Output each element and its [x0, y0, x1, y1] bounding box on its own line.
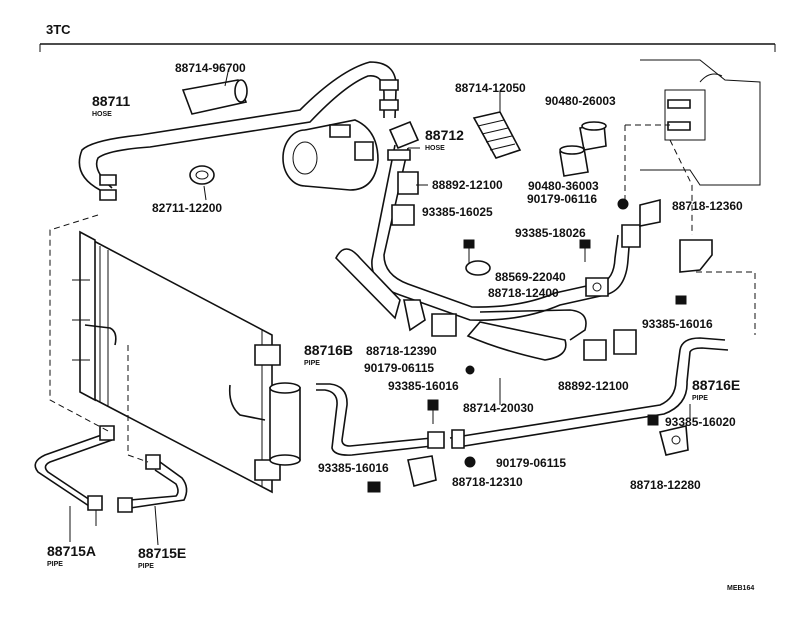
leader-88715a [69, 506, 97, 542]
label-88714-12050: 88714-12050 [455, 81, 526, 95]
label-88715a-sub: PIPE [47, 561, 63, 568]
label-88892-12100-top: 88892-12100 [432, 178, 503, 192]
pipe-88715e [117, 454, 188, 513]
label-88716e: 88716E [692, 377, 740, 393]
label-93385-16016-right: 93385-16016 [642, 317, 713, 331]
bolt-93385-16025 [463, 239, 475, 266]
compressor [282, 119, 379, 191]
label-90179-06115-a: 90179-06115 [364, 361, 434, 375]
label-88715a: 88715A [47, 543, 96, 559]
label-88718-12360: 88718-12360 [672, 199, 743, 213]
header-rule-ticks [39, 44, 776, 52]
label-88718-12390: 88718-12390 [366, 344, 437, 358]
label-90480-36003: 90480-36003 [528, 179, 599, 193]
clip-88892-12100-bottom [583, 329, 637, 361]
bracket-88718-12310 [407, 455, 437, 487]
bolt-93385-16020 [647, 414, 659, 426]
engine-leader-lines [624, 124, 693, 235]
label-88714-20030: 88714-20030 [463, 401, 534, 415]
label-82711-12200: 82711-12200 [152, 201, 222, 215]
bracket-88718-12400 [585, 277, 609, 297]
bolt-93385-16016-left [367, 481, 381, 493]
label-88715e: 88715E [138, 545, 186, 561]
label-90480-26003: 90480-26003 [545, 94, 616, 108]
hose-88712 [371, 120, 661, 322]
pipe-88715a [34, 425, 115, 511]
label-93385-16016-left: 93385-16016 [318, 461, 389, 475]
nut-90179-06115-b [464, 456, 476, 468]
leader-left-2 [127, 345, 149, 463]
bracket-88718-12280 [659, 425, 689, 456]
diagram-header: 3TC [46, 22, 71, 37]
label-93385-18026: 93385-18026 [515, 226, 586, 240]
label-88712-sub: HOSE [425, 145, 445, 152]
label-88711-sub: HOSE [92, 111, 112, 118]
leader-88715e [154, 505, 159, 546]
sleeve-88714-12050 [472, 111, 522, 159]
label-88716b-sub: PIPE [304, 360, 320, 367]
bolt-93385-16016-center [427, 399, 439, 424]
condenser [72, 230, 281, 494]
label-88718-12310: 88718-12310 [452, 475, 523, 489]
label-88712: 88712 [425, 127, 464, 143]
label-90179-06115-b: 90179-06115 [496, 456, 566, 470]
grommet-90480-36003 [559, 145, 589, 177]
sleeve-88714-20030 [335, 248, 587, 361]
receiver-drier [269, 382, 301, 466]
hose-88711 [78, 61, 399, 201]
label-88716e-sub: PIPE [692, 395, 708, 402]
condenser-inlet [84, 324, 117, 346]
clamp-82711-12200 [189, 165, 215, 185]
bolt-93385-18026 [579, 239, 591, 262]
grommet-90480-26003 [579, 121, 607, 151]
pipe-88716e [427, 337, 729, 449]
clamp-88569-22040 [465, 260, 491, 276]
pipe-88716b [316, 383, 433, 456]
label-93385-16020: 93385-16020 [665, 415, 736, 429]
clip-88718-12390-b [431, 313, 457, 337]
label-88716b: 88716B [304, 342, 353, 358]
leader-left [49, 214, 111, 433]
diagram-code: MEB164 [727, 585, 754, 592]
label-88718-12280: 88718-12280 [630, 478, 701, 492]
engine-outline [640, 59, 761, 186]
drier-line [228, 384, 266, 421]
label-88718-12400: 88718-12400 [488, 286, 559, 300]
clip-88892-12100-top [391, 171, 419, 226]
leader-right [696, 271, 756, 335]
nut-90179-06115-a [465, 365, 475, 375]
label-88569-22040: 88569-22040 [495, 270, 566, 284]
label-93385-16016-center: 93385-16016 [388, 379, 459, 393]
bolt-93385-16016-right [675, 295, 687, 305]
leader-88714-96700 [224, 71, 229, 87]
label-88711: 88711 [92, 93, 130, 109]
leader-82711 [203, 185, 207, 201]
bracket-88718-12360 [679, 239, 713, 273]
label-88892-12100-bottom: 88892-12100 [558, 379, 629, 393]
label-88714-96700: 88714-96700 [175, 61, 246, 75]
nut-90179-06116 [617, 198, 629, 210]
label-88715e-sub: PIPE [138, 563, 154, 570]
sleeve-88714-96700 [181, 79, 248, 115]
bracket-88718-12390 [403, 299, 426, 332]
label-90179-06116: 90179-06116 [527, 192, 597, 206]
label-93385-16025: 93385-16025 [422, 205, 493, 219]
